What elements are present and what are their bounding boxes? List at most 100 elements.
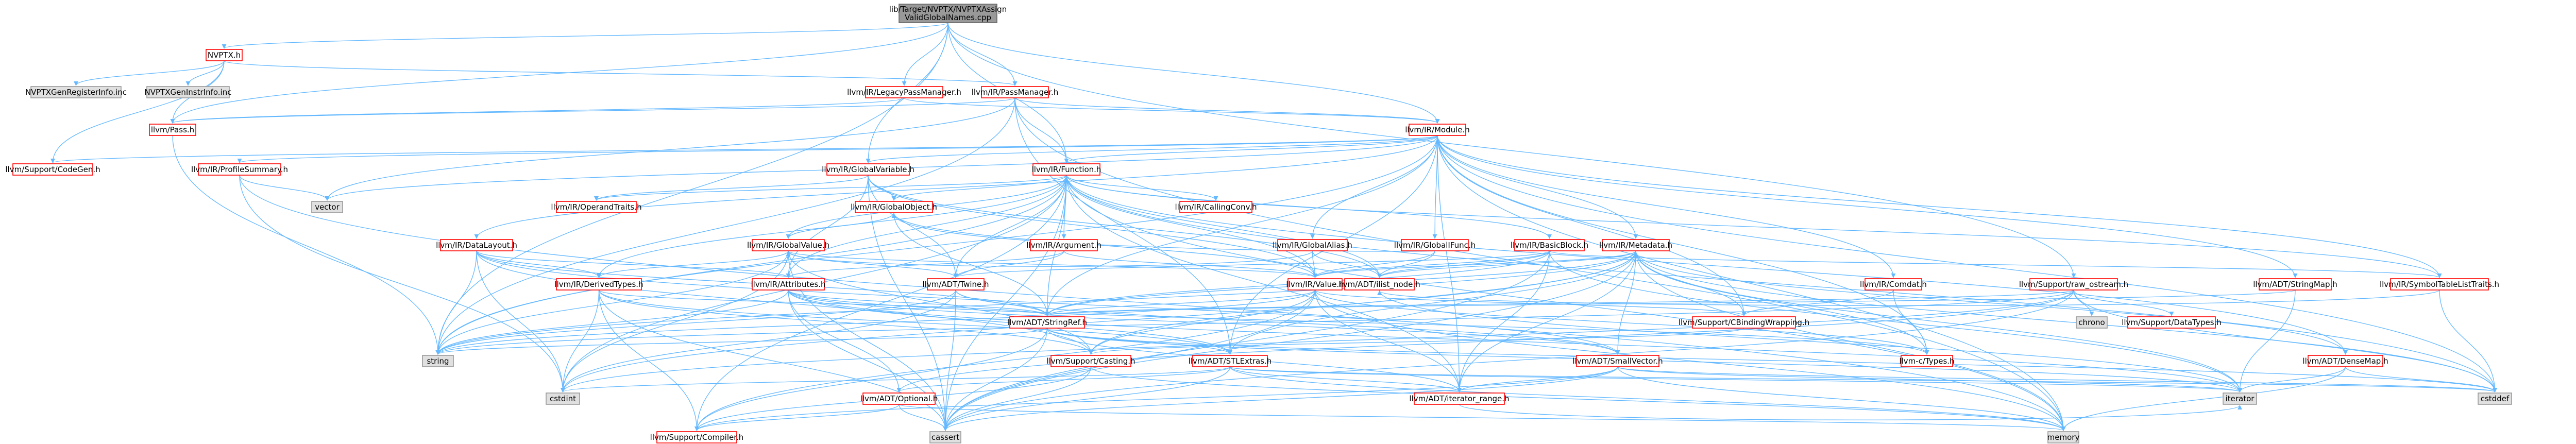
node-root[interactable]: lib/Target/NVPTX/NVPTXAssignValidGlobalN… — [889, 4, 1007, 23]
node-codegen[interactable]: llvm/Support/CodeGen.h — [5, 163, 100, 176]
edge-basicblock-to-symtablelist — [1549, 250, 2442, 278]
node-box — [1576, 355, 1659, 367]
node-box — [927, 278, 985, 291]
edge-passmanager-to-function — [1014, 97, 1069, 163]
edge-optional-to-compiler — [694, 404, 900, 431]
node-rawostream[interactable]: llvm/Support/raw_ostream.h — [2019, 278, 2128, 291]
node-label: NVPTXGenRegisterInfo.inc — [25, 88, 127, 97]
node-iteratorrange[interactable]: llvm/ADT/iterator_range.h — [1409, 392, 1510, 405]
node-datalayout[interactable]: llvm/IR/DataLayout.h — [436, 239, 517, 251]
node-operandtraits[interactable]: llvm/IR/OperandTraits.h — [551, 201, 642, 213]
node-stringref[interactable]: llvm/ADT/StringRef.h — [1007, 316, 1087, 329]
node-module[interactable]: llvm/IR/Module.h — [1405, 124, 1470, 136]
edge-attributes-to-string — [435, 289, 789, 355]
node-box — [1179, 201, 1252, 213]
node-box — [1514, 239, 1585, 251]
edge-globalvalue-to-string — [435, 250, 789, 355]
edge-stringref-to-string — [435, 328, 1048, 355]
edge-function-to-callingconv — [1066, 175, 1218, 201]
edge-stlextras-to-memory — [1229, 366, 2066, 431]
edge-module-to-stringmap — [1437, 135, 2298, 278]
edge-attributes-to-cassert — [788, 289, 948, 431]
node-box — [752, 278, 825, 291]
edge-function-to-symtablelist — [1066, 175, 2442, 278]
edge-nvptx-to-codegen — [50, 60, 225, 163]
node-globalalias[interactable]: llvm/IR/GlobalAlias.h — [1273, 239, 1352, 251]
edge-stlextras-to-optional — [896, 366, 1231, 392]
node-label: llvm/IR/BasicBlock.h — [1511, 241, 1588, 250]
edge-function-to-derivedtypes — [597, 175, 1067, 278]
node-globalobject[interactable]: llvm/IR/GlobalObject.h — [851, 201, 937, 213]
edge-metadata-to-stlextras — [1228, 250, 1636, 355]
node-value[interactable]: llvm/IR/Value.h — [1286, 278, 1344, 291]
node-ilistnode[interactable]: llvm/ADT/ilist_node.h — [1338, 278, 1420, 291]
edge-passmanager-to-module — [1014, 97, 1440, 124]
node-derivedtypes[interactable]: llvm/IR/DerivedTypes.h — [554, 278, 643, 291]
node-ctypes[interactable]: llvm-c/Types.h — [1899, 355, 1955, 367]
edge-module-to-cstddef — [1437, 135, 2497, 392]
node-box — [2127, 316, 2216, 329]
node-legacypm[interactable]: llvm/IR/LegacyPassManager.h — [847, 86, 961, 98]
edge-function-to-attributes — [786, 175, 1067, 278]
edge-function-to-cstddef — [1066, 175, 2497, 392]
edge-smallvector-to-iteratorrange — [1457, 366, 1618, 392]
node-label: string — [427, 356, 449, 366]
node-nvptx[interactable]: NVPTX.h — [206, 49, 243, 61]
node-casting[interactable]: llvm/Support/Casting.h — [1046, 355, 1136, 367]
node-attributes[interactable]: llvm/IR/Attributes.h — [751, 278, 826, 291]
node-optional[interactable]: llvm/ADT/Optional.h — [860, 392, 938, 405]
edge-module-to-comdat — [1437, 135, 1896, 278]
edge-globalvalue-to-twine — [788, 250, 958, 278]
node-box — [1032, 163, 1100, 176]
node-cbindingwrapping[interactable]: llvm/Support/CBindingWrapping.h — [1679, 316, 1809, 329]
node-smallvector[interactable]: llvm/ADT/SmallVector.h — [1572, 355, 1663, 367]
node-callingconv[interactable]: llvm/IR/CallingConv.h — [1175, 201, 1257, 213]
node-datatypes[interactable]: llvm/Support/DataTypes.h — [2122, 316, 2222, 329]
node-box — [1409, 124, 1466, 136]
node-profilesummary[interactable]: llvm/IR/ProfileSummary.h — [191, 163, 288, 176]
node-globalvariable[interactable]: llvm/IR/GlobalVariable.h — [822, 163, 914, 176]
edge-optional-to-cassert — [899, 404, 948, 431]
node-label: llvm/IR/Function.h — [1032, 165, 1101, 174]
node-globalifunc[interactable]: llvm/IR/GlobalIFunc.h — [1394, 239, 1476, 251]
node-stlextras[interactable]: llvm/ADT/STLExtras.h — [1189, 355, 1272, 367]
node-label: llvm/ADT/DenseMap.h — [2302, 356, 2388, 366]
node-compiler[interactable]: llvm/Support/Compiler.h — [650, 431, 744, 443]
node-string: string — [422, 355, 454, 367]
edge-pass-to-string — [172, 135, 440, 355]
node-memory: memory — [2047, 431, 2079, 443]
node-box — [556, 278, 642, 291]
node-box — [12, 163, 93, 176]
node-stringmap[interactable]: llvm/ADT/StringMap.h — [2253, 278, 2337, 291]
node-symtablelist[interactable]: llvm/IR/SymbolTableListTraits.h — [2380, 278, 2499, 291]
node-function[interactable]: llvm/IR/Function.h — [1032, 163, 1101, 176]
node-box — [1602, 239, 1670, 251]
node-densemap[interactable]: llvm/ADT/DenseMap.h — [2302, 355, 2388, 367]
node-passmanager[interactable]: llvm/IR/PassManager.h — [972, 86, 1059, 98]
edge-layer — [50, 22, 2498, 431]
edge-casting-to-cassert — [943, 366, 1092, 431]
node-cstddef: cstddef — [2478, 392, 2512, 405]
node-label: llvm/Support/Casting.h — [1046, 356, 1135, 366]
edge-rawostream-to-string — [435, 289, 2074, 355]
node-label: llvm/IR/GlobalIFunc.h — [1394, 241, 1476, 250]
node-twine[interactable]: llvm/ADT/Twine.h — [922, 278, 989, 291]
node-metadata[interactable]: llvm/IR/Metadata.h — [1599, 239, 1672, 251]
node-argument[interactable]: llvm/IR/Argument.h — [1026, 239, 1101, 251]
edge-basicblock-to-value — [1313, 250, 1550, 278]
edge-derivedtypes-to-cstdint — [560, 289, 600, 392]
node-comdat[interactable]: llvm/IR/Comdat.h — [1860, 278, 1927, 291]
node-globalvalue[interactable]: llvm/IR/GlobalValue.h — [747, 239, 829, 251]
edge-rawostream-to-cassert — [943, 289, 2074, 431]
edge-basicblock-to-iteratorrange — [1456, 250, 1550, 392]
edge-rawostream-to-cstddef — [2073, 289, 2497, 392]
node-label: llvm-c/Types.h — [1899, 356, 1954, 366]
edge-function-to-iteratorrange — [1066, 175, 1462, 392]
node-basicblock[interactable]: llvm/IR/BasicBlock.h — [1511, 239, 1588, 251]
node-pass[interactable]: llvm/Pass.h — [149, 124, 196, 136]
edge-stlextras-to-iterator — [1229, 366, 2242, 392]
node-box — [929, 431, 961, 443]
node-box — [899, 4, 997, 23]
edge-module-to-function — [1064, 135, 1438, 163]
